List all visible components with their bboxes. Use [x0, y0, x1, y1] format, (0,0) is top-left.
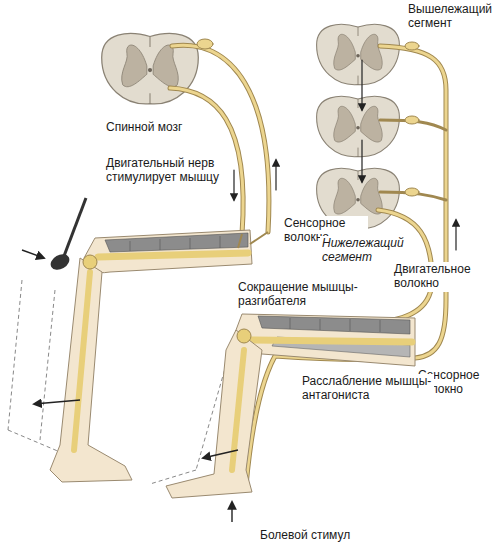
illustration-part — [238, 232, 268, 248]
illustration-part — [34, 400, 80, 404]
illustration-part — [405, 42, 419, 50]
illustration-part — [105, 233, 248, 252]
label: Двигательный нерв стимулирует мышцу — [104, 156, 232, 186]
illustration-part — [48, 251, 72, 273]
illustration-part — [258, 316, 410, 334]
label: Спинной мозг — [104, 120, 185, 136]
label: Сокращение мышцы-разгибателя — [236, 280, 364, 310]
illustration-part — [64, 198, 86, 256]
illustration-part — [197, 39, 213, 49]
illustration-part — [203, 450, 238, 458]
label: Двигательное волокно — [392, 262, 492, 292]
spinal-segments-right — [317, 24, 400, 228]
illustration-part — [361, 60, 362, 110]
nerve-left — [170, 39, 276, 234]
illustration-part — [166, 330, 262, 498]
illustration-part — [405, 116, 419, 124]
illustration-part — [275, 160, 276, 190]
illustration-part — [361, 140, 362, 182]
illustration-part — [252, 340, 412, 342]
illustration-part — [83, 255, 97, 269]
illustration-part — [236, 314, 415, 366]
illustration-part — [8, 280, 60, 452]
illustration-part — [74, 272, 90, 450]
illustration-part — [290, 318, 380, 332]
illustration-part — [98, 253, 248, 257]
illustration-part — [84, 230, 252, 273]
illustration-part — [50, 258, 132, 482]
illustration-part — [172, 45, 269, 232]
illustration-part — [237, 329, 251, 343]
illustration-part — [405, 188, 419, 196]
illustration-part — [172, 45, 269, 232]
reflex-hammer — [22, 198, 86, 273]
leg-right — [150, 314, 415, 522]
illustration-part — [380, 120, 446, 200]
label: Болевой стимул — [258, 528, 352, 544]
illustration-part — [232, 350, 244, 470]
illustration-part — [231, 502, 232, 522]
illustration-part — [130, 236, 220, 251]
illustration-part — [22, 250, 44, 258]
illustration-part — [317, 96, 400, 156]
illustration-part — [455, 220, 456, 250]
illustration-part — [233, 170, 234, 200]
label: Расслабление мышцы-антагониста — [300, 374, 434, 404]
label: Вышележащий сегмент — [406, 2, 500, 32]
illustration-part — [317, 24, 400, 84]
